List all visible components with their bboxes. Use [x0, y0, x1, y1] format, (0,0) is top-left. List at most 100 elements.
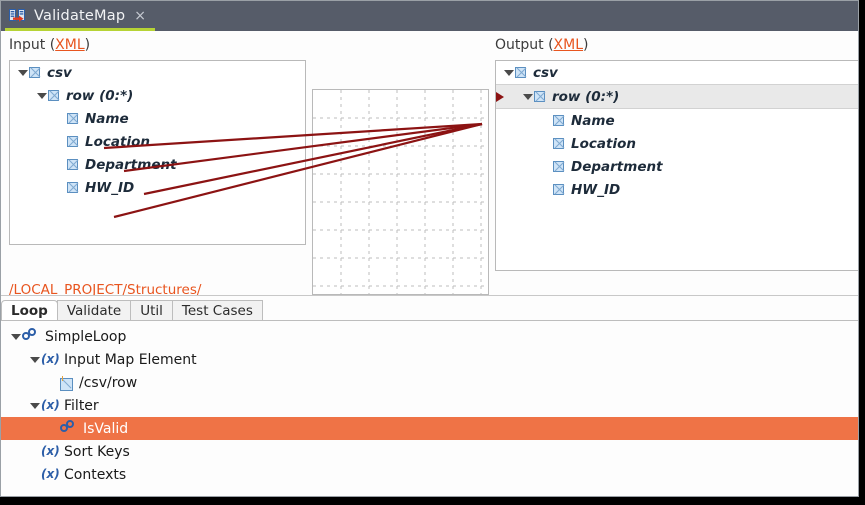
loop-row-contexts[interactable]: (x) Contexts — [1, 463, 858, 486]
application-window: ValidateMap × Input (XML) Output (XML) c… — [0, 0, 859, 497]
chevron-down-icon[interactable] — [16, 61, 29, 84]
tab-validate[interactable]: Validate — [56, 300, 132, 321]
checkbox-icon[interactable] — [534, 91, 545, 102]
chevron-down-icon[interactable] — [9, 325, 22, 348]
output-xml-link[interactable]: XML — [553, 37, 584, 53]
tree-row-label: Location — [571, 135, 636, 152]
map-element-icon — [60, 376, 73, 391]
tree-row-row-0-[interactable]: row (0:*) — [496, 84, 858, 109]
editor-tab-validatemap[interactable]: ValidateMap × — [1, 1, 156, 31]
output-label-suffix: ) — [583, 37, 589, 53]
tree-row-label: HW_ID — [85, 179, 135, 196]
output-panel-label: Output (XML) — [495, 37, 589, 53]
tab-util[interactable]: Util — [130, 300, 173, 321]
checkbox-icon[interactable] — [29, 67, 40, 78]
loop-row-label: /csv/row — [79, 374, 138, 391]
tree-row-csv[interactable]: csv — [496, 61, 858, 84]
checkbox-icon[interactable] — [515, 67, 526, 78]
tree-row-name[interactable]: Name — [10, 107, 305, 130]
tree-spacer — [540, 178, 553, 201]
tree-spacer — [54, 107, 67, 130]
formula-icon: (x) — [41, 398, 60, 412]
checkbox-icon[interactable] — [67, 136, 78, 147]
active-tab-indicator — [5, 28, 155, 31]
tree-spacer — [28, 440, 41, 463]
loop-row-input-map-element[interactable]: (x) Input Map Element — [1, 348, 858, 371]
mapping-grid-panel[interactable] — [312, 89, 489, 295]
tree-row-department[interactable]: Department — [10, 153, 305, 176]
checkbox-icon[interactable] — [553, 138, 564, 149]
loop-row--csv-row[interactable]: /csv/row — [1, 371, 858, 394]
chain-link-icon — [60, 420, 77, 437]
loop-row-label: SimpleLoop — [45, 328, 127, 345]
loop-row-simpleloop[interactable]: SimpleLoop — [1, 325, 858, 348]
loop-configuration-tree[interactable]: SimpleLoop (x) Input Map Element/csv/row (x… — [1, 325, 858, 486]
tree-row-location[interactable]: Location — [496, 132, 858, 155]
tree-spacer — [54, 153, 67, 176]
checkbox-icon[interactable] — [48, 90, 59, 101]
formula-icon: (x) — [41, 352, 60, 366]
close-icon[interactable]: × — [134, 8, 146, 24]
output-label-prefix: Output ( — [495, 37, 554, 53]
formula-icon: (x) — [41, 467, 60, 481]
loop-row-label: Contexts — [64, 466, 127, 483]
tree-row-label: Location — [85, 133, 150, 150]
loop-row-filter[interactable]: (x) Filter — [1, 394, 858, 417]
loop-row-label: Input Map Element — [64, 351, 197, 368]
checkbox-icon[interactable] — [67, 159, 78, 170]
checkbox-icon[interactable] — [67, 113, 78, 124]
tree-row-location[interactable]: Location — [10, 130, 305, 153]
input-panel-label: Input (XML) — [9, 37, 90, 53]
tree-row-department[interactable]: Department — [496, 155, 858, 178]
chevron-down-icon[interactable] — [28, 348, 41, 371]
tab-strip-divider — [1, 320, 858, 321]
tab-loop[interactable]: Loop — [1, 300, 58, 321]
tree-spacer — [540, 109, 553, 132]
tree-row-label: csv — [533, 64, 558, 81]
chevron-down-icon[interactable] — [28, 394, 41, 417]
loop-row-sort-keys[interactable]: (x)Sort Keys — [1, 440, 858, 463]
map-transform-icon — [9, 8, 26, 25]
chain-link-icon — [22, 328, 39, 345]
tree-spacer — [47, 417, 60, 440]
tree-spacer — [47, 371, 60, 394]
tree-row-name[interactable]: Name — [496, 109, 858, 132]
chevron-down-icon[interactable] — [502, 61, 515, 84]
grid-background — [313, 90, 488, 294]
editor-tab-label: ValidateMap — [34, 8, 126, 24]
chevron-down-icon[interactable] — [35, 84, 48, 107]
tree-row-label: Department — [85, 156, 177, 173]
input-xml-link[interactable]: XML — [55, 37, 85, 53]
checkbox-icon[interactable] — [553, 161, 564, 172]
tree-row-row-0-[interactable]: row (0:*) — [10, 84, 305, 107]
tab-test-cases[interactable]: Test Cases — [171, 300, 263, 321]
tree-row-hw-id[interactable]: HW_ID — [10, 176, 305, 199]
tree-row-label: Name — [85, 110, 129, 127]
checkbox-icon[interactable] — [553, 184, 564, 195]
link-arrow-icon — [496, 92, 504, 102]
tree-row-label: row (0:*) — [66, 87, 134, 104]
tree-row-label: csv — [47, 64, 72, 81]
tree-row-label: Name — [571, 112, 615, 129]
tree-spacer — [54, 176, 67, 199]
tree-row-label: HW_ID — [571, 181, 621, 198]
input-label-prefix: Input ( — [9, 37, 56, 53]
checkbox-icon[interactable] — [553, 115, 564, 126]
tree-row-csv[interactable]: csv — [10, 61, 305, 84]
tree-row-label: Department — [571, 158, 663, 175]
tree-spacer — [540, 132, 553, 155]
title-bar: ValidateMap × — [1, 1, 858, 31]
loop-row-label: Filter — [64, 397, 99, 414]
tree-row-hw-id[interactable]: HW_ID — [496, 178, 858, 201]
chevron-down-icon[interactable] — [521, 85, 534, 108]
checkbox-icon[interactable] — [67, 182, 78, 193]
path-line: /LOCAL_PROJECT/Structures/ — [9, 282, 202, 298]
loop-row-isvalid[interactable]: IsValid — [1, 417, 858, 440]
input-label-suffix: ) — [84, 37, 91, 53]
tree-spacer — [540, 155, 553, 178]
